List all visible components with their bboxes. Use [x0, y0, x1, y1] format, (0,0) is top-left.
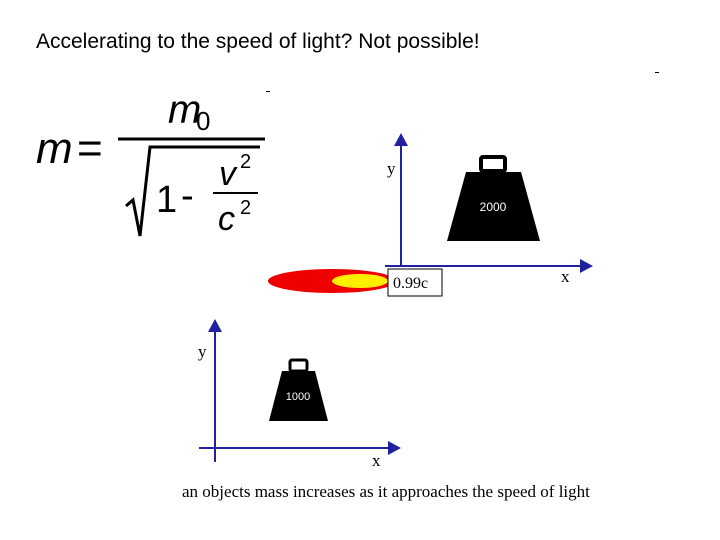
upper-x-arrowhead — [580, 259, 593, 273]
upper-y-arrowhead — [394, 133, 408, 146]
flame-trail — [268, 269, 396, 293]
weight-2000-handle — [479, 155, 507, 173]
formula-equals: = — [77, 124, 103, 173]
formula-numerator-subscript: 0 — [196, 106, 210, 136]
light-speed-symbol: c — [218, 200, 235, 238]
upper-y-label: y — [387, 159, 396, 178]
radicand-one: 1 — [156, 179, 177, 221]
speed-box-frame — [387, 268, 443, 297]
upper-axes: y x — [385, 133, 593, 286]
flame-inner — [332, 274, 388, 288]
weight-1000-handle — [288, 358, 309, 373]
slide-title: Accelerating to the speed of light? Not … — [36, 30, 480, 53]
formula-numerator: m — [168, 88, 201, 132]
lower-x-label: x — [372, 451, 381, 470]
velocity-symbol: v — [219, 155, 238, 193]
radical-sign — [125, 145, 260, 237]
lower-axes: y x — [198, 319, 401, 470]
slide-caption: an objects mass increases as it approach… — [182, 482, 590, 501]
lower-y-label: y — [198, 342, 207, 361]
weight-1000-body — [269, 371, 328, 421]
upper-x-label: x — [561, 267, 570, 286]
stray-mark-top-right — [655, 72, 659, 73]
speed-label: 0.99c — [393, 275, 428, 292]
velocity-exponent: 2 — [240, 151, 251, 173]
weight-1000: 1000 — [269, 358, 328, 421]
lower-y-arrowhead — [208, 319, 222, 332]
weight-2000-body — [447, 172, 540, 241]
weight-1000-value: 1000 — [286, 391, 310, 403]
radicand-minus: - — [181, 175, 194, 217]
weight-2000-value: 2000 — [480, 200, 507, 214]
light-speed-exponent: 2 — [240, 197, 251, 219]
stray-mark-top-middle — [266, 91, 270, 92]
mass-formula: m = m 0 1 - v 2 c 2 — [36, 88, 265, 238]
formula-lhs: m — [36, 124, 73, 173]
weight-2000: 2000 — [447, 155, 540, 241]
speed-box: 0.99c — [387, 268, 443, 297]
lower-x-arrowhead — [388, 441, 401, 455]
